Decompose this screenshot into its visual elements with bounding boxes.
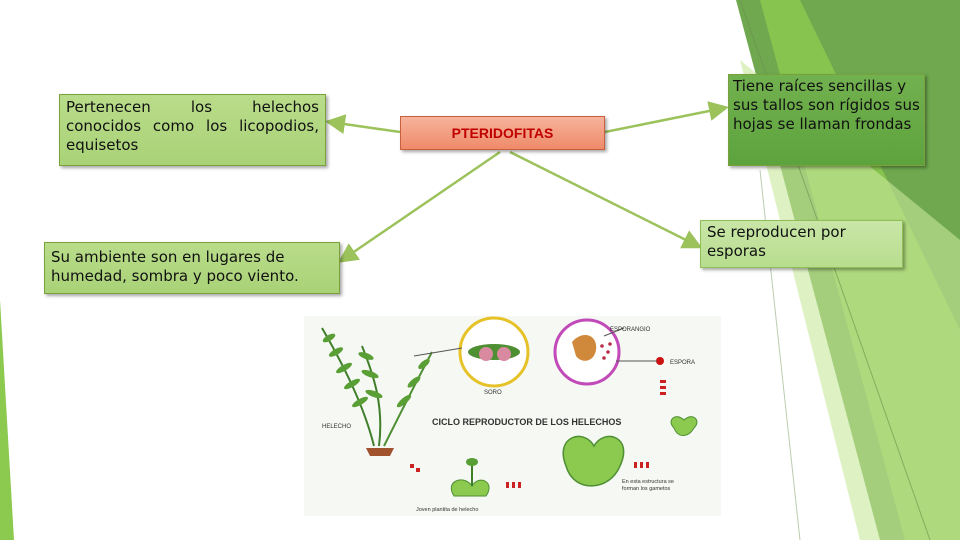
young-fern-icon bbox=[450, 458, 490, 497]
label-joven-plantita: Joven plantita de helecho bbox=[416, 507, 478, 513]
connector-left-top bbox=[325, 114, 401, 135]
label-espora: ESPORA bbox=[670, 360, 695, 366]
label-estructura-2: forman los gametos bbox=[622, 486, 671, 492]
info-box-structure-text: Tiene raíces sencillas y sus tallos son … bbox=[733, 77, 920, 133]
cycle-heading: CICLO REPRODUCTOR DE LOS HELECHOS bbox=[432, 417, 621, 427]
connector-right-top bbox=[604, 101, 729, 134]
label-estructura-1: En esta estructura se bbox=[622, 479, 674, 485]
info-box-habitat-text: Su ambiente son en lugares de humedad, s… bbox=[51, 248, 299, 285]
info-box-classification-text: Pertenecen los helechos conocidos como l… bbox=[66, 98, 319, 154]
cycle-arrows bbox=[410, 380, 666, 488]
central-concept-title: PTERIDOFITAS bbox=[451, 125, 554, 141]
deco-pale-band bbox=[740, 60, 960, 540]
esporangio-circle bbox=[553, 318, 621, 386]
info-box-classification: Pertenecen los helechos conocidos como l… bbox=[59, 94, 326, 166]
info-box-reproduction: Se reproducen por esporas bbox=[700, 220, 903, 268]
connector-right-bottom bbox=[509, 150, 703, 249]
label-esporangio: ESPORANGIO bbox=[610, 327, 651, 333]
connector-left-bottom bbox=[337, 150, 501, 263]
soro-circle bbox=[458, 316, 530, 388]
label-soro: SORO bbox=[484, 390, 502, 396]
deco-left-corner bbox=[0, 300, 14, 540]
fern-plant-icon bbox=[321, 327, 433, 456]
central-concept-box: PTERIDOFITAS bbox=[400, 116, 605, 150]
info-box-habitat: Su ambiente son en lugares de humedad, s… bbox=[44, 242, 340, 294]
spore-dot-icon bbox=[656, 357, 664, 365]
prothallus-icon bbox=[562, 416, 698, 487]
label-helecho: HELECHO bbox=[322, 424, 351, 430]
info-box-structure: Tiene raíces sencillas y sus tallos son … bbox=[728, 74, 925, 166]
info-box-reproduction-text: Se reproducen por esporas bbox=[707, 223, 846, 260]
fern-life-cycle-illustration: ESPORANGIO ESPORA SORO HELECHO CICLO REP… bbox=[304, 316, 721, 516]
